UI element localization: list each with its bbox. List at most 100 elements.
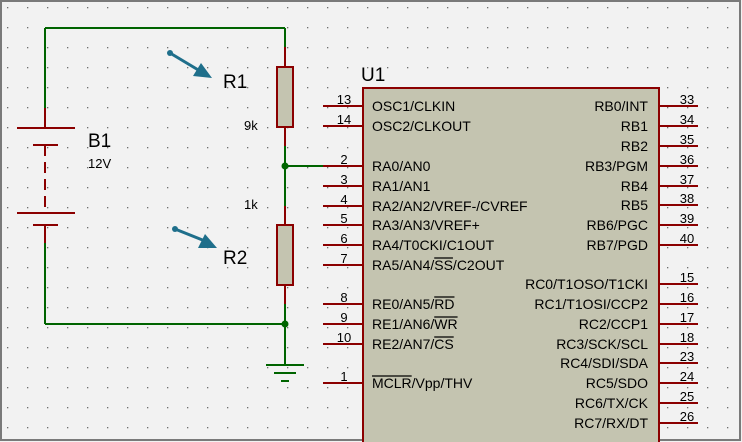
r2-body: [276, 224, 294, 286]
pin-name: MCLR/Vpp/THV: [372, 375, 473, 391]
pin-name: RB0/INT: [594, 98, 648, 114]
pin-name: RB5: [621, 197, 648, 213]
pin-number: 26: [680, 409, 694, 424]
pin-ra5-an4-ss-c2out[interactable]: 7 RA5/AN4/SS/C2OUT: [323, 251, 505, 273]
pin-number: 3: [340, 172, 347, 187]
pin-re0-an5-rd[interactable]: 8 RE0/AN5/RD: [323, 290, 455, 312]
pin-number: 36: [680, 152, 694, 167]
pin-number: 1: [340, 369, 347, 384]
pin-number: 33: [680, 92, 694, 107]
battery-b1[interactable]: B1 12V: [17, 108, 111, 243]
probe-arrow-r2-tail: [172, 226, 178, 232]
battery-reference: B1: [88, 131, 111, 152]
pin-ra4-t0cki-c1out[interactable]: 6 RA4/T0CKI/C1OUT: [323, 231, 495, 253]
pin-number: 37: [680, 172, 694, 187]
pin-number: 34: [680, 112, 694, 127]
ground-icon[interactable]: [266, 345, 304, 382]
pin-name: OSC2/CLKOUT: [372, 118, 471, 134]
pin-number: 5: [340, 211, 347, 226]
pin-rb4[interactable]: 37 RB4: [621, 172, 698, 194]
probe-arrow-r1[interactable]: [167, 50, 212, 78]
pin-name: RC6/TX/CK: [575, 395, 649, 411]
pin-name: RB2: [621, 138, 648, 154]
r1-reference: R1: [223, 72, 247, 93]
pin-name: RB4: [621, 178, 648, 194]
pin-number: 2: [340, 152, 347, 167]
pin-number: 7: [340, 251, 347, 266]
pin-number: 23: [680, 349, 694, 364]
pin-number: 40: [680, 231, 694, 246]
pin-rc1-t1osi-ccp2[interactable]: 16 RC1/T1OSI/CCP2: [534, 290, 698, 312]
pin-rb0-int[interactable]: 33 RB0/INT: [594, 92, 698, 114]
ic-body: [362, 87, 660, 442]
pin-number: 35: [680, 132, 694, 147]
probe-arrow-r2[interactable]: [172, 226, 217, 248]
pin-name: RE1/AN6/WR: [372, 316, 458, 332]
ic-reference: U1: [361, 65, 385, 86]
wires: [44, 27, 323, 345]
r1-body: [276, 66, 294, 128]
pin-rb2[interactable]: 35 RB2: [621, 132, 698, 154]
pin-number: 9: [340, 310, 347, 325]
pin-number: 18: [680, 330, 694, 345]
pin-number: 39: [680, 211, 694, 226]
r2-value: 1k: [244, 197, 258, 212]
resistor-r1[interactable]: R1 9k: [223, 47, 294, 146]
pin-name: RA0/AN0: [372, 158, 431, 174]
pin-rb5[interactable]: 38 RB5: [621, 191, 698, 213]
pin-number: 4: [340, 192, 347, 207]
pin-number: 8: [340, 290, 347, 305]
pin-name: RC7/RX/DT: [574, 415, 648, 431]
probe-arrow-r2-head: [198, 234, 217, 248]
probe-arrow-r1-shaft: [169, 51, 201, 73]
ic-right-pins: 33RB0/INT34RB135RB236RB3/PGM37RB438RB539…: [525, 92, 698, 431]
resistor-r2[interactable]: R2 1k: [223, 197, 294, 304]
pin-mclr-vpp-thv[interactable]: 1 MCLR/Vpp/THV: [323, 369, 473, 391]
pin-name: RB6/PGC: [587, 217, 648, 233]
pin-name: RC0/T1OSO/T1CKI: [525, 276, 648, 292]
pin-name: RC1/T1OSI/CCP2: [534, 296, 648, 312]
battery-value: 12V: [88, 156, 111, 171]
pin-name: RE0/AN5/RD: [372, 296, 454, 312]
pin-name: RA4/T0CKI/C1OUT: [372, 237, 495, 253]
pin-name: RA5/AN4/SS/C2OUT: [372, 257, 505, 273]
pin-re1-an6-wr[interactable]: 9 RE1/AN6/WR: [323, 310, 458, 332]
probe-arrow-r2-shaft: [174, 227, 206, 243]
r2-reference: R2: [223, 248, 247, 269]
pin-number: 24: [680, 369, 694, 384]
r1-value: 9k: [244, 118, 258, 133]
pin-name: RB1: [621, 118, 648, 134]
junction-dot-ra0: [281, 162, 289, 170]
pin-name: RE2/AN7/CS: [372, 336, 454, 352]
pin-ra0-an0[interactable]: 2 RA0/AN0: [323, 152, 431, 174]
probe-arrow-r1-tail: [167, 50, 173, 56]
pin-number: 16: [680, 290, 694, 305]
pin-name: RA3/AN3/VREF+: [372, 217, 480, 233]
pin-number: 13: [337, 92, 351, 107]
pin-number: 6: [340, 231, 347, 246]
pin-name: RC4/SDI/SDA: [560, 355, 649, 371]
pin-rb1[interactable]: 34 RB1: [621, 112, 698, 134]
pin-rc4-sdi-sda[interactable]: 23 RC4/SDI/SDA: [560, 349, 698, 371]
probe-arrow-r1-head: [193, 63, 212, 78]
junction-dot-gnd: [281, 320, 289, 328]
pin-rc7-rx-dt[interactable]: 26 RC7/RX/DT: [574, 409, 698, 431]
pin-ra3-an3-vref[interactable]: 5 RA3/AN3/VREF+: [323, 211, 480, 233]
pin-number: 38: [680, 191, 694, 206]
pin-rb6-pgc[interactable]: 39 RB6/PGC: [587, 211, 698, 233]
